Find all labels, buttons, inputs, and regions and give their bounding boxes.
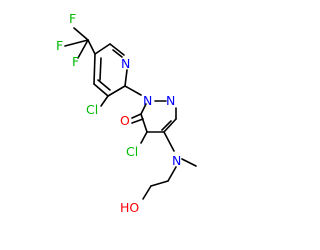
molecule-diagram: F F F N Cl N N O Cl N HO (56, 11, 197, 215)
bond-amine-methyl (181, 158, 197, 167)
bond-py-c6-n1-inner (112, 49, 123, 58)
atom-labels: F F F N Cl N N O Cl N HO (56, 11, 181, 215)
bond-cf3-f-top (73, 27, 89, 41)
bond-pdz-c3-c4 (163, 118, 177, 133)
bond-carbonyl-b (131, 118, 144, 124)
bond-py-n1-c2 (124, 69, 128, 87)
bond-py-c6-n1 (109, 43, 125, 56)
fluorine-label: F (56, 38, 63, 53)
bond-py-c5-c6 (94, 43, 111, 55)
nitrogen-label: N (121, 56, 130, 71)
hydroxyl-label: HO (120, 200, 139, 215)
bond-py-c3-c4-inner (97, 79, 111, 91)
bond-pdz-c3-c4-inner (161, 120, 172, 131)
fluorine-label: F (69, 11, 76, 26)
bond-pdz-c6-n1 (140, 103, 147, 115)
nitrogen-label: N (166, 93, 175, 108)
bond-cf3-f-left (64, 39, 89, 47)
bond-pdz-cl (140, 131, 148, 144)
bond-cf3-f-mid (77, 39, 89, 59)
bond-py-c4-c5 (93, 53, 96, 85)
bond-carbonyl-a (131, 113, 142, 119)
nitrogen-label: N (143, 93, 152, 108)
bond-py-cl (100, 95, 109, 107)
oxygen-label: O (120, 113, 130, 128)
bonds (64, 27, 197, 200)
bond-ch2-oh (142, 185, 152, 200)
bond-pdz-amine (163, 131, 175, 152)
structure-svg: F F F N Cl N N O Cl N HO (56, 11, 197, 215)
bond-amine-ch2 (167, 166, 177, 182)
bond-ch2-ch2 (150, 180, 169, 187)
bond-cf3-ring (87, 39, 96, 55)
fluorine-label: F (72, 54, 79, 69)
bond-pdz-c5-c6 (140, 113, 148, 133)
chlorine-label: Cl (126, 144, 138, 159)
bond-py-c4-c5-inner (99, 57, 102, 81)
chlorine-label: Cl (86, 102, 98, 117)
bond-py-pdz (124, 85, 142, 96)
bond-py-c3-c4 (93, 83, 109, 97)
bond-py-c2-c3 (107, 85, 126, 97)
nitrogen-label: N (172, 153, 181, 168)
